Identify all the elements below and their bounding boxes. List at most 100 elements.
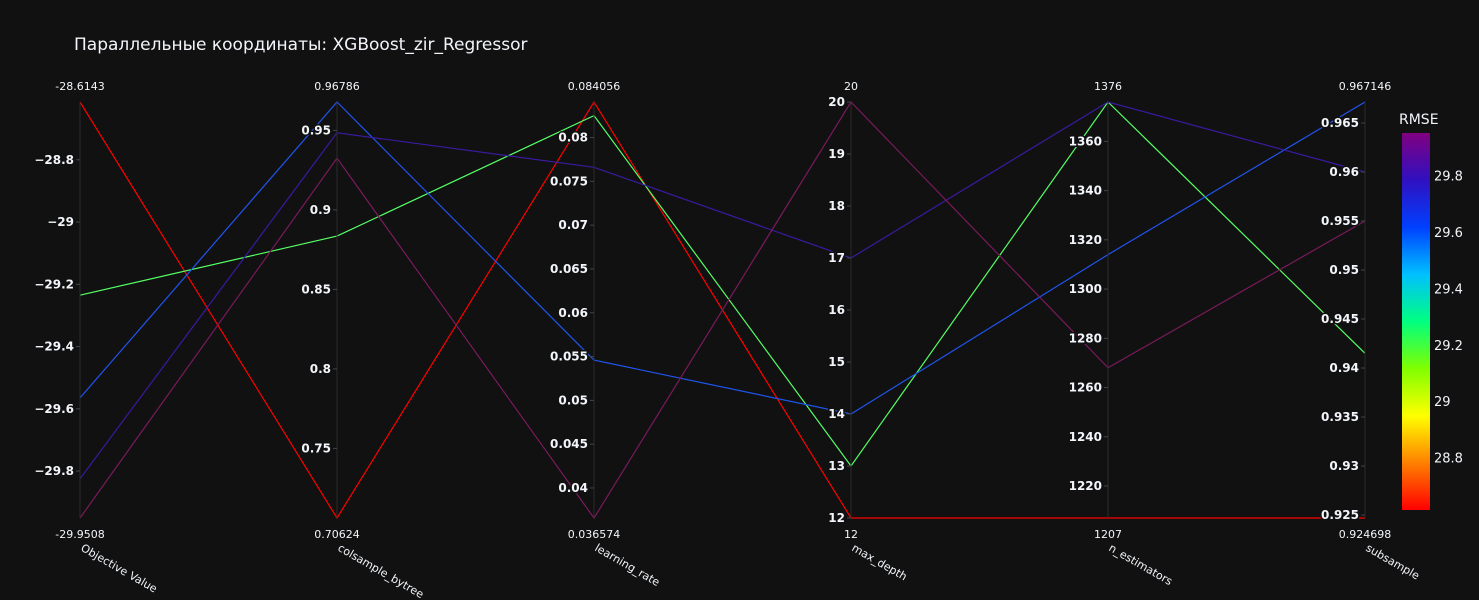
- axis-tick-label: 0.06: [558, 306, 588, 320]
- axis-tick-label-halo: 1300: [1069, 282, 1102, 296]
- axis-tick-label: 1300: [1069, 282, 1102, 296]
- axis-tick-label-halo: 0.945: [1321, 312, 1359, 326]
- axis-0[interactable]: −29.8−29.8−29.6−29.6−29.4−29.4−29.2−29.2…: [33, 80, 160, 596]
- axis-tick-label-halo: −29.4: [34, 340, 74, 354]
- axis-tick-label: 0.955: [1321, 214, 1359, 228]
- axis-2[interactable]: 0.040.040.0450.0450.050.050.0550.0550.06…: [549, 80, 663, 589]
- axis-tick-label: 0.9: [310, 203, 331, 217]
- axis-tick-label: 0.93: [1329, 459, 1359, 473]
- data-line-4[interactable]: [79, 101, 1366, 520]
- axis-tick-label: 19: [828, 147, 845, 161]
- axis-tick-label-halo: 0.045: [550, 437, 588, 451]
- colorbar-tick-label: 28.8: [1434, 452, 1463, 467]
- axis-tick-label-halo: 0.06: [558, 306, 588, 320]
- axis-tick-label: 20: [828, 95, 845, 109]
- axis-3[interactable]: 1212131314141515161617171818191920202012…: [827, 80, 909, 583]
- axis-tick-label-halo: 0.93: [1329, 459, 1359, 473]
- axis-tick-label-halo: 0.925: [1321, 508, 1359, 522]
- axis-label: learning_rate: [593, 541, 663, 589]
- axis-tick-label-halo: 1260: [1069, 381, 1102, 395]
- axis-range-max: 0.084056: [568, 80, 621, 93]
- axis-tick-label-halo: 0.96: [1329, 165, 1359, 179]
- axis-tick-label: 1220: [1069, 479, 1102, 493]
- axis-tick-label-halo: 0.95: [1329, 263, 1359, 277]
- colorbar-tick-label: 29.8: [1434, 170, 1463, 185]
- axis-tick-label-halo: 0.04: [558, 481, 588, 495]
- axis-tick-label-halo: 0.065: [550, 262, 588, 276]
- chart-title: Параллельные координаты: XGBoost_zir_Reg…: [74, 35, 527, 55]
- data-line-1[interactable]: [79, 101, 1366, 468]
- axis-tick-label-halo: −29: [47, 215, 74, 229]
- data-line-2[interactable]: [79, 101, 1366, 415]
- axis-tick-label-halo: −29.6: [34, 402, 74, 416]
- axis-tick-label-halo: 0.055: [550, 350, 588, 364]
- axis-tick-label-halo: 0.075: [550, 174, 588, 188]
- axis-tick-label: 0.055: [550, 350, 588, 364]
- axis-range-max: 1376: [1094, 80, 1122, 93]
- axis-tick-label-halo: 20: [828, 95, 845, 109]
- axis-tick-label: 0.95: [301, 123, 331, 137]
- axis-tick-label: −29.8: [34, 464, 74, 478]
- data-line-3[interactable]: [79, 101, 1366, 480]
- axis-tick-label-halo: 19: [828, 147, 845, 161]
- axis-range-max: 20: [844, 80, 858, 93]
- axis-range-min: 0.036574: [568, 528, 621, 541]
- axis-tick-label: −28.8: [34, 153, 74, 167]
- axis-range-min: 0.924698: [1339, 528, 1392, 541]
- axis-tick-label: 1360: [1069, 134, 1102, 148]
- axis-tick-label: 0.94: [1329, 361, 1359, 375]
- axis-tick-label: 0.85: [301, 282, 331, 296]
- axis-tick-label: 16: [828, 303, 845, 317]
- axis-tick-label-halo: 1320: [1069, 233, 1102, 247]
- axis-tick-label-halo: 18: [828, 199, 845, 213]
- axis-tick-label: −29.4: [34, 340, 74, 354]
- axis-tick-label-halo: 1220: [1069, 479, 1102, 493]
- axis-tick-label: −29.2: [34, 277, 74, 291]
- axis-tick-label: 0.065: [550, 262, 588, 276]
- axis-tick-label-halo: 13: [828, 459, 845, 473]
- axis-tick-label-halo: −29.8: [34, 464, 74, 478]
- axis-tick-label-halo: 0.8: [310, 362, 331, 376]
- axis-tick-label: 1320: [1069, 233, 1102, 247]
- axis-tick-label-halo: −28.8: [34, 153, 74, 167]
- axis-tick-label-halo: 12: [828, 511, 845, 525]
- axis-tick-label-halo: 0.955: [1321, 214, 1359, 228]
- axis-tick-label: −29.6: [34, 402, 74, 416]
- axis-tick-label: 13: [828, 459, 845, 473]
- axis-tick-label: 12: [828, 511, 845, 525]
- axis-range-max: 0.967146: [1339, 80, 1392, 93]
- colorbar-tick-label: 29.4: [1434, 282, 1463, 297]
- axis-tick-label-halo: 0.85: [301, 282, 331, 296]
- axis-tick-label: 0.925: [1321, 508, 1359, 522]
- axis-tick-label: 0.75: [301, 441, 331, 455]
- colorbar-tick-label: 29.2: [1434, 339, 1463, 354]
- axis-tick-label: −29: [47, 215, 74, 229]
- axes-layer: −29.8−29.8−29.6−29.6−29.4−29.4−29.2−29.2…: [33, 80, 1422, 600]
- axis-1[interactable]: 0.750.750.80.80.850.850.90.90.950.950.96…: [300, 80, 427, 600]
- axis-range-min: 1207: [1094, 528, 1122, 541]
- axis-tick-label: 17: [828, 251, 845, 265]
- axis-tick-label: 0.96: [1329, 165, 1359, 179]
- axis-tick-label: 1280: [1069, 331, 1102, 345]
- axis-tick-label: 0.08: [558, 131, 588, 145]
- axis-4[interactable]: 1220122012401240126012601280128013001300…: [1067, 80, 1175, 588]
- axis-tick-label-halo: 16: [828, 303, 845, 317]
- axis-tick-label-halo: 1240: [1069, 430, 1102, 444]
- axis-tick-label-halo: 0.94: [1329, 361, 1359, 375]
- axis-label: Objective Value: [79, 541, 160, 595]
- axis-tick-label: 0.95: [1329, 263, 1359, 277]
- axis-tick-label-halo: 17: [828, 251, 845, 265]
- colorbar-tick-label: 29: [1434, 395, 1451, 410]
- axis-range-min: -29.9508: [55, 528, 104, 541]
- axis-tick-label-halo: 1340: [1069, 184, 1102, 198]
- axis-tick-label: 18: [828, 199, 845, 213]
- axis-tick-label-halo: 0.935: [1321, 410, 1359, 424]
- axis-range-max: 0.96786: [314, 80, 360, 93]
- colorbar-gradient: [1402, 133, 1430, 510]
- axis-label: colsample_bytree: [336, 541, 427, 600]
- axis-5[interactable]: 0.9250.9250.930.930.9350.9350.940.940.94…: [1320, 80, 1422, 583]
- axis-tick-label: 14: [828, 407, 845, 421]
